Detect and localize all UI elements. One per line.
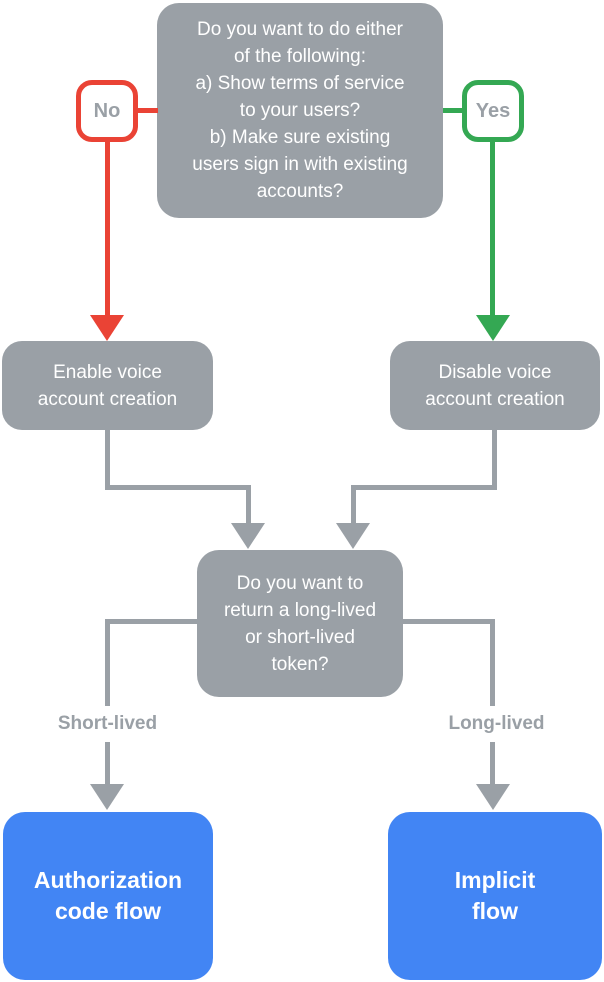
- decision-node-terms-text: Do you want to do either of the followin…: [192, 19, 408, 202]
- enable-connector-vertical-line: [105, 430, 110, 490]
- decision-node-token-text: Do you want to return a long-lived or sh…: [223, 572, 377, 675]
- node-disable-voice-account-creation: Disable voice account creation: [390, 341, 600, 430]
- short-lived-vertical-line: [105, 619, 110, 785]
- arrow-down-gray-left-icon: [231, 523, 265, 549]
- arrow-down-gray-right-icon: [336, 523, 370, 549]
- long-lived-label-text: Long-lived: [448, 713, 545, 734]
- arrow-down-gray-short-lived-icon: [90, 784, 124, 810]
- yes-branch-vertical-line: [490, 140, 495, 316]
- node-authorization-code-flow: Authorization code flow: [3, 812, 213, 980]
- arrow-down-green-icon: [476, 315, 510, 341]
- decision-node-terms-of-service: Do you want to do either of the followin…: [157, 3, 443, 218]
- yes-badge: Yes: [462, 80, 524, 142]
- short-lived-label-text: Short-lived: [57, 713, 158, 734]
- arrow-down-gray-long-lived-icon: [476, 784, 510, 810]
- short-lived-horizontal-line: [107, 619, 197, 624]
- node-disable-voice-text: Disable voice account creation: [425, 361, 565, 410]
- authorization-code-flow-text: Authorization code flow: [33, 867, 183, 924]
- node-implicit-flow: Implicit flow: [388, 812, 602, 980]
- edge-label-short-lived: Short-lived: [23, 706, 192, 742]
- disable-connector-horizontal-line: [351, 485, 497, 490]
- enable-connector-horizontal-line: [105, 485, 251, 490]
- long-lived-horizontal-line: [403, 619, 495, 624]
- no-branch-vertical-line: [105, 140, 110, 316]
- enable-connector-drop-line: [246, 485, 251, 525]
- disable-connector-vertical-line: [492, 430, 497, 490]
- yes-badge-label: Yes: [475, 99, 511, 122]
- disable-connector-drop-line: [351, 485, 356, 525]
- arrow-down-red-icon: [90, 315, 124, 341]
- no-badge: No: [76, 80, 138, 142]
- yes-branch-horizontal-line: [443, 108, 463, 113]
- no-badge-label: No: [93, 99, 121, 122]
- decision-node-token-lifetime: Do you want to return a long-lived or sh…: [197, 550, 403, 697]
- node-enable-voice-text: Enable voice account creation: [37, 361, 178, 410]
- node-enable-voice-account-creation: Enable voice account creation: [2, 341, 213, 430]
- long-lived-vertical-line: [490, 619, 495, 785]
- edge-label-long-lived: Long-lived: [412, 706, 581, 742]
- no-branch-horizontal-line: [136, 108, 158, 113]
- implicit-flow-text: Implicit flow: [454, 867, 536, 924]
